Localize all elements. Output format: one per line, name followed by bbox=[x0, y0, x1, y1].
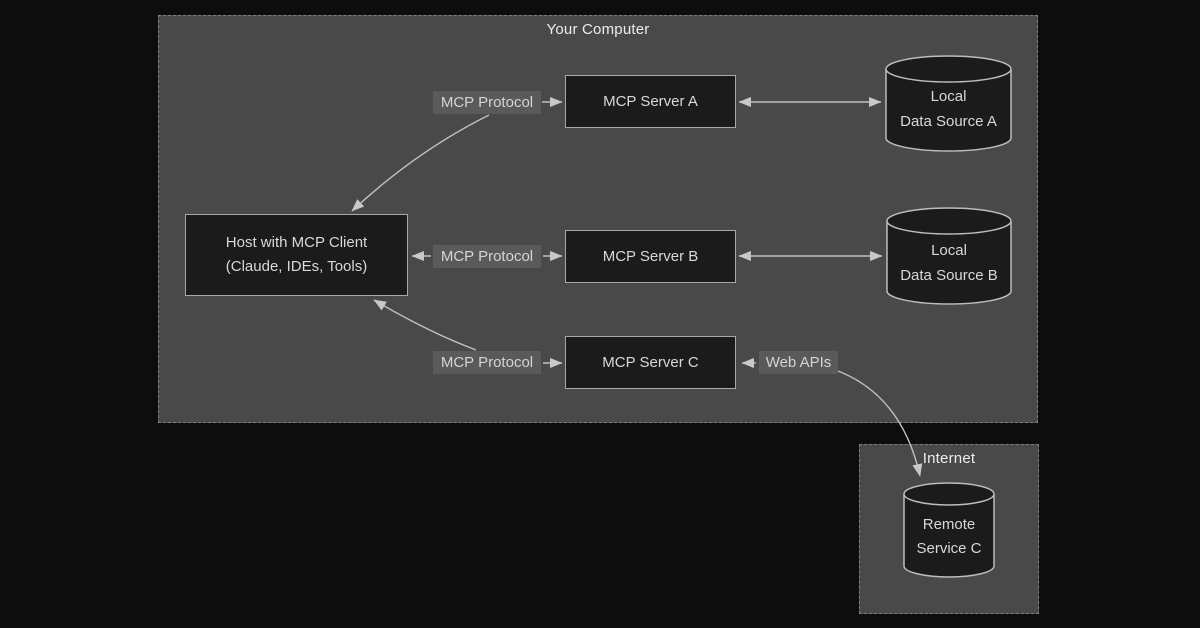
mcp-server-c-label: MCP Server C bbox=[602, 353, 699, 371]
data-source-b-label-line1: Local bbox=[931, 242, 967, 259]
internet-title: Internet bbox=[922, 450, 976, 467]
mcp-server-a-node: MCP Server A bbox=[565, 75, 736, 128]
mcp-protocol-label-b: MCP Protocol bbox=[433, 245, 541, 268]
remote-service-c-node: Remote Service C bbox=[903, 482, 995, 578]
edge-protocol-a-to-host bbox=[351, 114, 490, 212]
database-cylinder-icon bbox=[885, 55, 1012, 152]
web-apis-label: Web APIs bbox=[759, 351, 838, 374]
internet-region: Internet bbox=[859, 444, 1039, 614]
mcp-server-a-label: MCP Server A bbox=[603, 92, 698, 110]
local-data-source-b-node: Local Data Source B bbox=[886, 207, 1012, 305]
mcp-server-c-node: MCP Server C bbox=[565, 336, 736, 389]
data-source-a-label-line1: Local bbox=[930, 88, 967, 105]
edge-web-apis-to-remote-service bbox=[837, 370, 923, 477]
database-cylinder-icon bbox=[903, 482, 995, 578]
edge-protocol-c-to-host bbox=[373, 299, 477, 351]
local-data-source-a-node: Local Data Source A bbox=[885, 55, 1012, 152]
data-source-a-label-line2: Data Source A bbox=[900, 113, 997, 130]
mcp-protocol-label-c: MCP Protocol bbox=[433, 351, 541, 374]
your-computer-title: Your Computer bbox=[546, 21, 650, 38]
remote-service-c-label-line2: Service C bbox=[916, 540, 982, 557]
mcp-protocol-label-a: MCP Protocol bbox=[433, 91, 541, 114]
database-cylinder-icon bbox=[886, 207, 1012, 305]
host-node-label-line2: (Claude, IDEs, Tools) bbox=[225, 258, 368, 275]
host-node-label-line1: Host with MCP Client bbox=[225, 234, 368, 251]
remote-service-c-label-line1: Remote bbox=[922, 516, 976, 533]
mcp-server-b-label: MCP Server B bbox=[602, 247, 699, 265]
mcp-server-b-node: MCP Server B bbox=[565, 230, 736, 283]
host-node: Host with MCP Client (Claude, IDEs, Tool… bbox=[185, 214, 408, 296]
data-source-b-label-line2: Data Source B bbox=[900, 267, 998, 284]
